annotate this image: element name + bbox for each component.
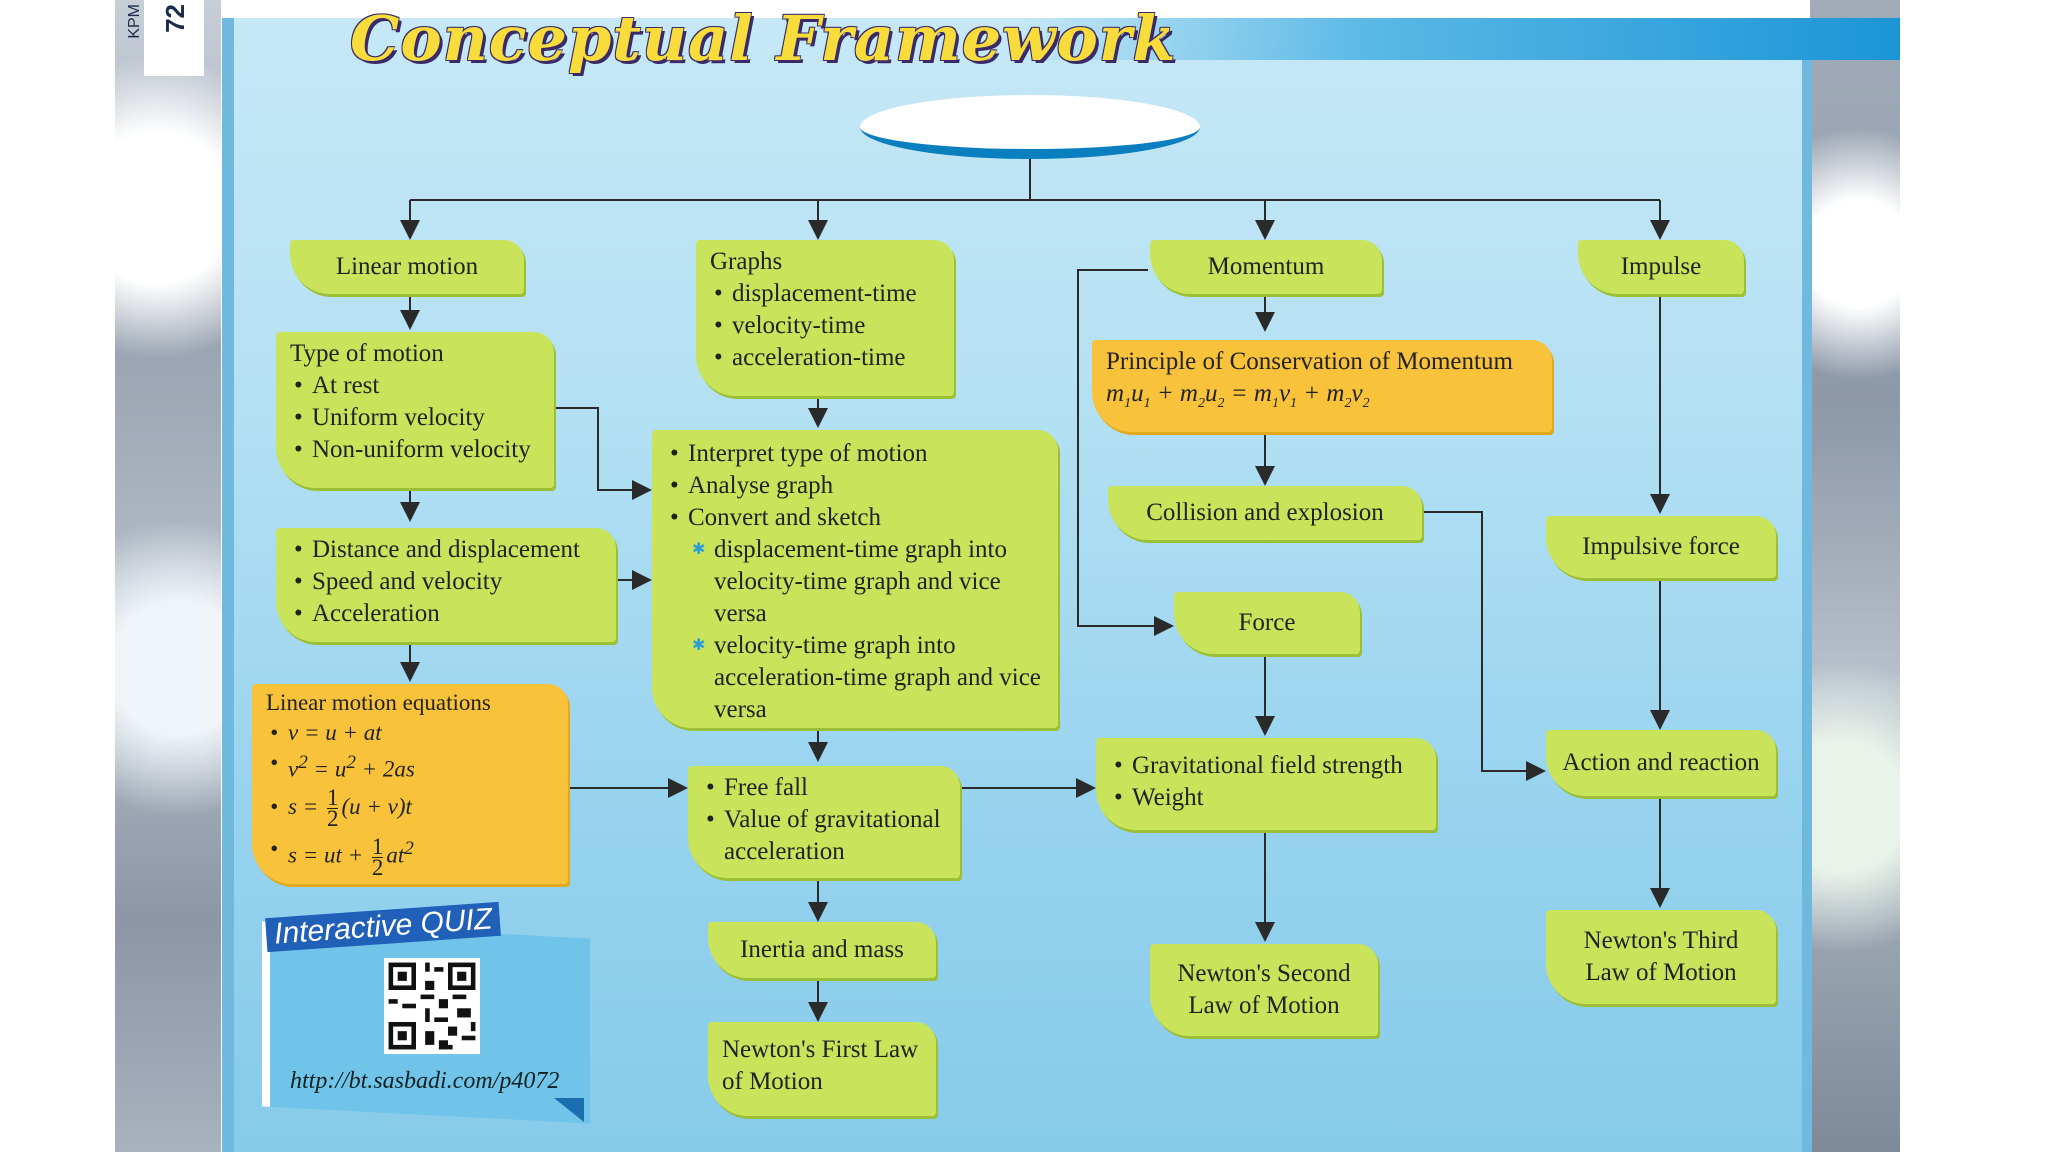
force-node: Force [1174, 592, 1360, 654]
impulsive-force-node: Impulsive force [1546, 516, 1776, 578]
qr-code-icon[interactable] [384, 958, 480, 1054]
list-item: Uniform velocity [290, 402, 540, 434]
list-item: Speed and velocity [290, 566, 602, 598]
equation: v = u + at [266, 718, 554, 748]
impulse-node: Impulse [1578, 240, 1744, 294]
conservation-momentum-node: Principle of Conservation of Momentum m1… [1092, 340, 1552, 432]
list-item: Convert and sketch [666, 502, 1044, 534]
quiz-url[interactable]: http://bt.sasbadi.com/p4072 [290, 1068, 560, 1094]
type-of-motion-node: Type of motion At rest Uniform velocity … [276, 332, 554, 488]
list-item: Distance and displacement [290, 534, 602, 566]
list-item: Interpret type of motion [666, 438, 1044, 470]
type-of-motion-title: Type of motion [290, 340, 444, 367]
equation-list: v = u + at v2 = u2 + 2as s = 12(u + v)t … [266, 718, 554, 879]
inertia-node: Inertia and mass [708, 922, 936, 978]
free-fall-node: Free fall Value of gravitational acceler… [688, 766, 960, 878]
linear-equations-node: Linear motion equations v = u + at v2 = … [252, 684, 568, 884]
list-item: Weight [1110, 782, 1422, 814]
conservation-title: Principle of Conservation of Momentum [1106, 348, 1513, 375]
graphs-node: Graphs displacement-time velocity-time a… [696, 240, 954, 396]
header-band [1020, 18, 1900, 60]
linear-equations-title: Linear motion equations [266, 690, 491, 715]
momentum-node: Momentum [1150, 240, 1382, 294]
list-item: Analyse graph [666, 470, 1044, 502]
list-item: Gravitational field strength [1110, 750, 1422, 782]
newton-second-law-node: Newton's Second Law of Motion [1150, 944, 1378, 1036]
interactive-quiz-card: Interactive QUIZ http://bt.sasbadi.com/p… [262, 901, 592, 1124]
gravity-node: Gravitational field strength Weight [1096, 738, 1436, 830]
list-item: Non-uniform velocity [290, 434, 540, 466]
quiz-corner-fold [554, 1098, 584, 1122]
list-item: At rest [290, 370, 540, 402]
collision-node: Collision and explosion [1108, 486, 1422, 540]
list-item: Free fall [702, 772, 946, 804]
equation: s = 12(u + v)t [266, 785, 554, 830]
left-decorative-strip [115, 0, 221, 1152]
list-item: displacement-time graph into velocity-ti… [666, 534, 1044, 630]
page-tab [144, 0, 204, 76]
list-item: velocity-time graph into acceleration-ti… [666, 630, 1044, 726]
linear-motion-node: Linear motion [290, 240, 524, 294]
graph-analysis-node: Interpret type of motion Analyse graph C… [652, 430, 1058, 728]
list-item: velocity-time [710, 310, 940, 342]
list-item: acceleration-time [710, 342, 940, 374]
page-title: Conceptual Framework [350, 2, 1177, 75]
list-item: Acceleration [290, 598, 602, 630]
newton-first-law-node: Newton's First Law of Motion [708, 1022, 936, 1116]
type-of-motion-list: At rest Uniform velocity Non-uniform vel… [290, 370, 540, 466]
right-decorative-strip [1810, 0, 1900, 1152]
newton-third-law-node: Newton's Third Law of Motion [1546, 910, 1776, 1004]
equation: v2 = u2 + 2as [266, 748, 554, 785]
graphs-title: Graphs [710, 248, 783, 275]
quantities-node: Distance and displacement Speed and velo… [276, 528, 616, 642]
action-reaction-node: Action and reaction [1546, 730, 1776, 796]
list-item: Value of gravitational acceleration [702, 804, 946, 868]
list-item: displacement-time [710, 278, 940, 310]
momentum-equation: m1u1 + m2u2 = m1v1 + m2v2 [1106, 380, 1370, 411]
root-node [860, 95, 1200, 159]
